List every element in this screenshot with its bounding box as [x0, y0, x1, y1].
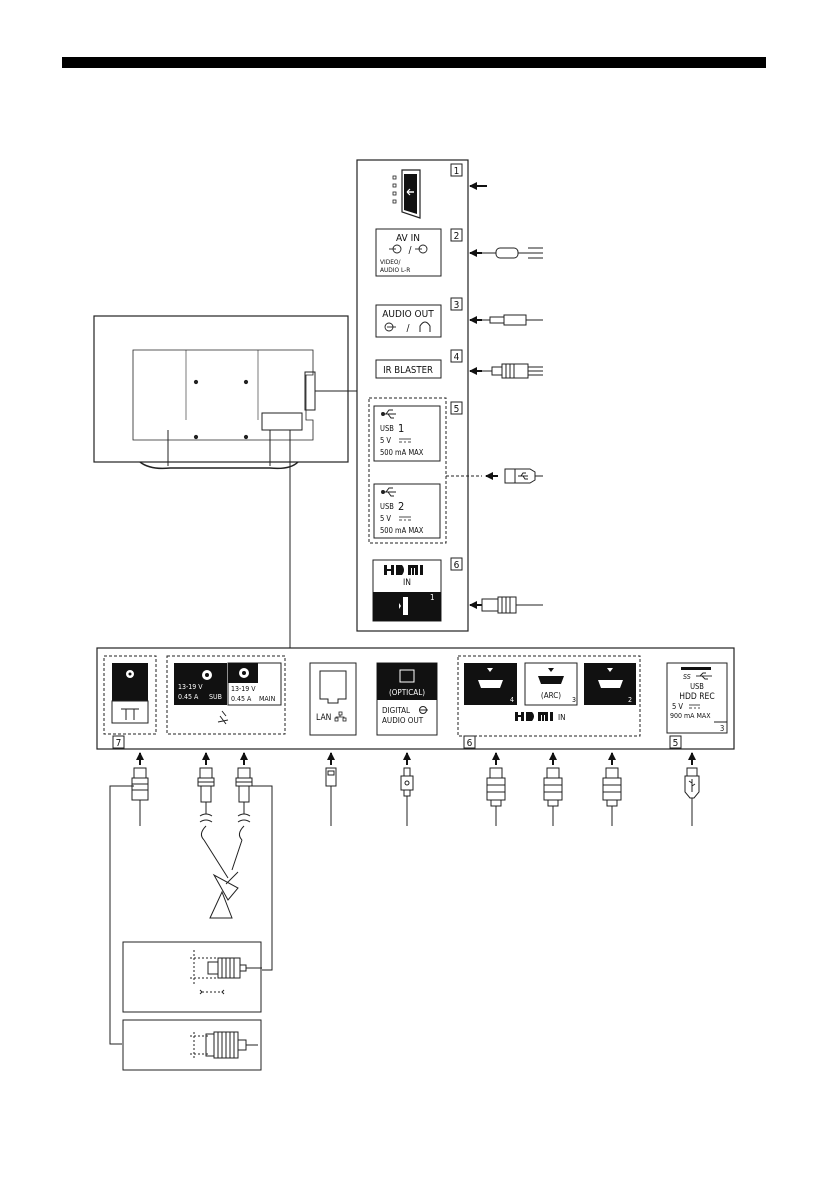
- usb-plug-icon: [505, 469, 543, 483]
- hdmi3-num: 3: [572, 696, 576, 704]
- sat-sub-name: SUB: [209, 693, 222, 701]
- usb2-current: 500 mA MAX: [380, 526, 424, 535]
- hdmi-logo: [384, 565, 423, 575]
- usb1-num: 1: [398, 422, 404, 435]
- callout-1: 1: [454, 166, 460, 177]
- tv-rear-view: [94, 316, 357, 648]
- connector-detail: [110, 786, 272, 1070]
- bottom-plugs: [132, 768, 699, 918]
- av-in-title: AV IN: [396, 233, 420, 244]
- svg-text:SS: SS: [683, 673, 691, 681]
- usb3-plug-icon: [685, 768, 699, 826]
- usb-icon: [382, 410, 397, 418]
- callout-3: 3: [454, 300, 460, 311]
- svg-text:/: /: [406, 323, 410, 334]
- sat-main-name: MAIN: [259, 695, 276, 703]
- sat-main-port: 13-19 V 0.45 A MAIN: [228, 663, 281, 705]
- bottom-arrows: [140, 753, 692, 765]
- usb2-volt: 5 V: [380, 514, 391, 523]
- sat-main-volt: 13-19 V: [231, 685, 256, 693]
- hdmi-arc: (ARC): [541, 691, 561, 700]
- hdmi-plug-3: [544, 768, 562, 826]
- side-panel: 1 2 3 4 5 6 AV IN / VIDEO/: [357, 160, 543, 631]
- hdmi-plug-2: [603, 768, 621, 826]
- lan-label: LAN: [316, 713, 331, 723]
- hdmi-in-label: IN: [558, 713, 566, 722]
- satellite-dish-icon: [218, 711, 228, 724]
- optical-port: (OPTICAL) DIGITAL AUDIO OUT: [377, 663, 437, 735]
- usb3-volt: 5 V: [672, 702, 683, 711]
- usb1-current: 500 mA MAX: [380, 448, 424, 457]
- callout-6: 6: [454, 560, 460, 571]
- lan-plug-icon: [326, 768, 336, 826]
- bottom-panel: 7 13-19 V 0.45 A SUB 13-19 V 0.45 A MAIN…: [97, 648, 734, 749]
- usb3-num: 3: [720, 724, 724, 733]
- audio-plug-icon: [482, 315, 543, 325]
- usb-icon: [382, 488, 397, 496]
- hdmi-plug-icon: [482, 597, 543, 613]
- callout-4: 4: [454, 352, 460, 363]
- usb1-port: USB 1 5 V 500 mA MAX: [374, 406, 440, 461]
- ir-plug-icon: [482, 364, 543, 378]
- lan-port: LAN: [310, 663, 356, 735]
- satellite-dish-icon: [210, 872, 238, 918]
- audio-out-title: AUDIO OUT: [382, 309, 434, 320]
- sat-main-current: 0.45 A: [231, 695, 252, 703]
- hdmi2-port: 2: [584, 663, 636, 705]
- usb2-num: 2: [398, 500, 404, 513]
- lan-icon: [335, 712, 346, 721]
- hdmi-plug-4: [487, 768, 505, 826]
- audio-out-port: AUDIO OUT /: [376, 305, 441, 337]
- callout-2: 2: [454, 231, 460, 242]
- av-in-sub2: AUDIO L-R: [380, 266, 410, 274]
- optical-plug-icon: [401, 768, 413, 826]
- hdmi4-num: 4: [510, 696, 514, 704]
- ir-blaster-title: IR BLASTER: [383, 365, 433, 376]
- callout-5-bottom: 5: [673, 738, 679, 749]
- f-connector-detail-1: [190, 950, 262, 994]
- hdmi3-port: (ARC) 3: [525, 663, 577, 705]
- usb1-volt: 5 V: [380, 436, 391, 445]
- usb3-current: 900 mA MAX: [670, 712, 711, 720]
- antenna-port: [112, 663, 148, 723]
- av-cable-icon: [482, 248, 543, 258]
- headphone-icon: [420, 322, 430, 332]
- usb3-port: SS USB HDD REC 5 V 900 mA MAX 3: [667, 663, 727, 733]
- sat-sub-current: 0.45 A: [178, 693, 199, 701]
- svg-text:/: /: [408, 245, 412, 256]
- usb2-label: USB: [380, 502, 394, 511]
- sat-sub-plug-icon: [198, 768, 214, 840]
- av-in-sub1: VIDEO/: [380, 258, 401, 266]
- side-callouts: [451, 164, 462, 570]
- hdmi1-num: 1: [430, 593, 435, 602]
- sat-main-plug-icon: [236, 768, 252, 840]
- optical-label: (OPTICAL): [389, 688, 425, 697]
- usb1-label: USB: [380, 424, 394, 433]
- sat-sub-volt: 13-19 V: [178, 683, 203, 691]
- usb2-port: USB 2 5 V 500 mA MAX: [374, 484, 440, 538]
- hdmi1-port: IN 1: [373, 560, 441, 621]
- callout-6-bottom: 6: [467, 738, 473, 749]
- hdmi4-port: 4: [464, 663, 517, 705]
- callout-5: 5: [454, 404, 460, 415]
- input-button-icon: [393, 170, 420, 218]
- usb3-line1: USB: [690, 682, 704, 691]
- av-in-port: AV IN / VIDEO/ AUDIO L-R: [376, 229, 441, 276]
- optical-line2: AUDIO OUT: [382, 716, 424, 725]
- hdmi2-num: 2: [628, 696, 632, 704]
- usb3-line2: HDD REC: [679, 692, 714, 702]
- optical-line1: DIGITAL: [382, 706, 410, 715]
- header-rule: [62, 57, 766, 68]
- ir-blaster-port: IR BLASTER: [376, 360, 441, 378]
- callout-7: 7: [116, 738, 122, 749]
- hdmi-logo: [515, 712, 553, 721]
- f-connector-detail-2: [190, 1032, 258, 1058]
- hdmi1-in: IN: [403, 578, 411, 588]
- usb-superspeed-icon: [696, 673, 712, 679]
- antenna-plug-icon: [132, 768, 148, 826]
- sat-sub-port: 13-19 V 0.45 A SUB: [174, 663, 227, 705]
